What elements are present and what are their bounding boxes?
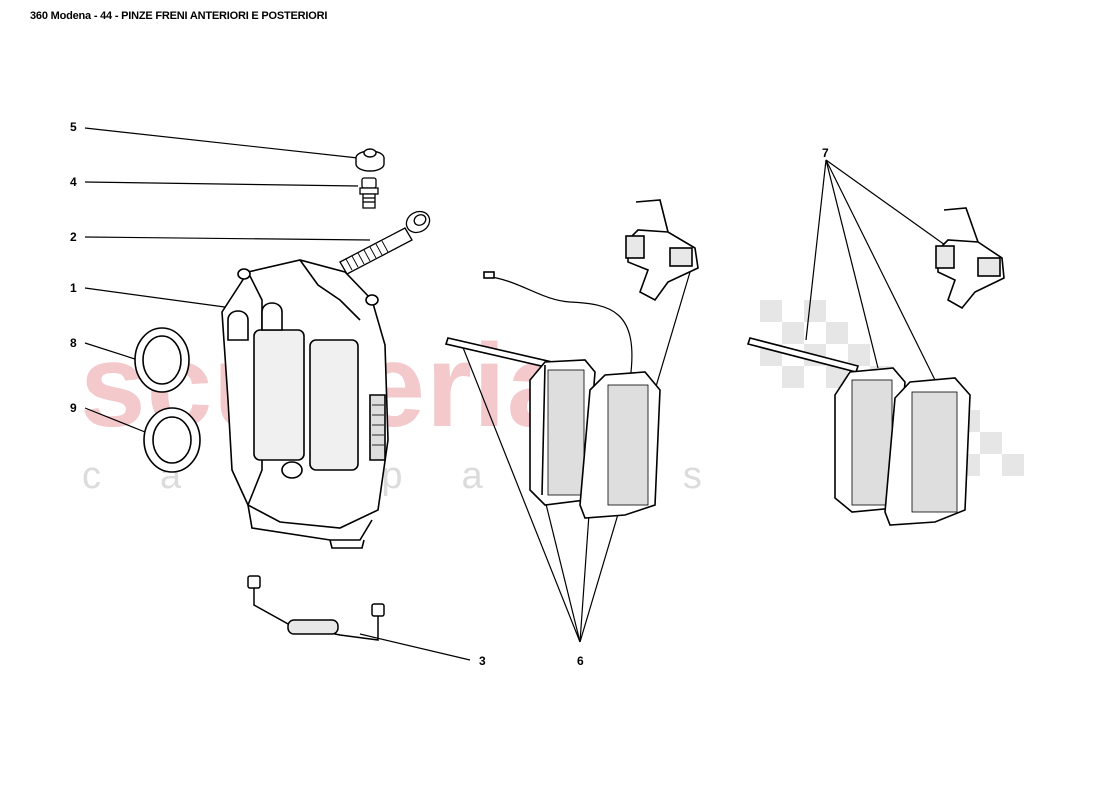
bleed-cap-part [355, 148, 385, 172]
seal-ring-9-part [143, 407, 201, 473]
callout-5[interactable]: 5 [70, 120, 77, 134]
leader-5 [84, 127, 359, 159]
leader-7 [805, 159, 946, 381]
front-pad-kit-part [444, 199, 699, 519]
bleed-screw-part [359, 177, 379, 209]
bolt-part [339, 210, 431, 275]
leader-8 [84, 342, 139, 361]
leader-4 [84, 181, 359, 187]
brake-pipe-part [247, 575, 385, 641]
leader-9 [84, 407, 146, 433]
leader-2 [84, 236, 371, 241]
callout-1[interactable]: 1 [70, 281, 77, 295]
leader-3 [359, 633, 471, 661]
callout-2[interactable]: 2 [70, 230, 77, 244]
callout-3[interactable]: 3 [479, 654, 486, 668]
callout-7[interactable]: 7 [822, 146, 829, 160]
callout-4[interactable]: 4 [70, 175, 77, 189]
leader-1 [84, 287, 233, 309]
seal-ring-8-part [134, 327, 190, 393]
callout-9[interactable]: 9 [70, 401, 77, 415]
callout-8[interactable]: 8 [70, 336, 77, 350]
brake-caliper-part [221, 259, 389, 549]
rear-pad-kit-part [746, 207, 1005, 526]
page-title: 360 Modena - 44 - PINZE FRENI ANTERIORI … [30, 10, 328, 22]
callout-6[interactable]: 6 [577, 654, 584, 668]
